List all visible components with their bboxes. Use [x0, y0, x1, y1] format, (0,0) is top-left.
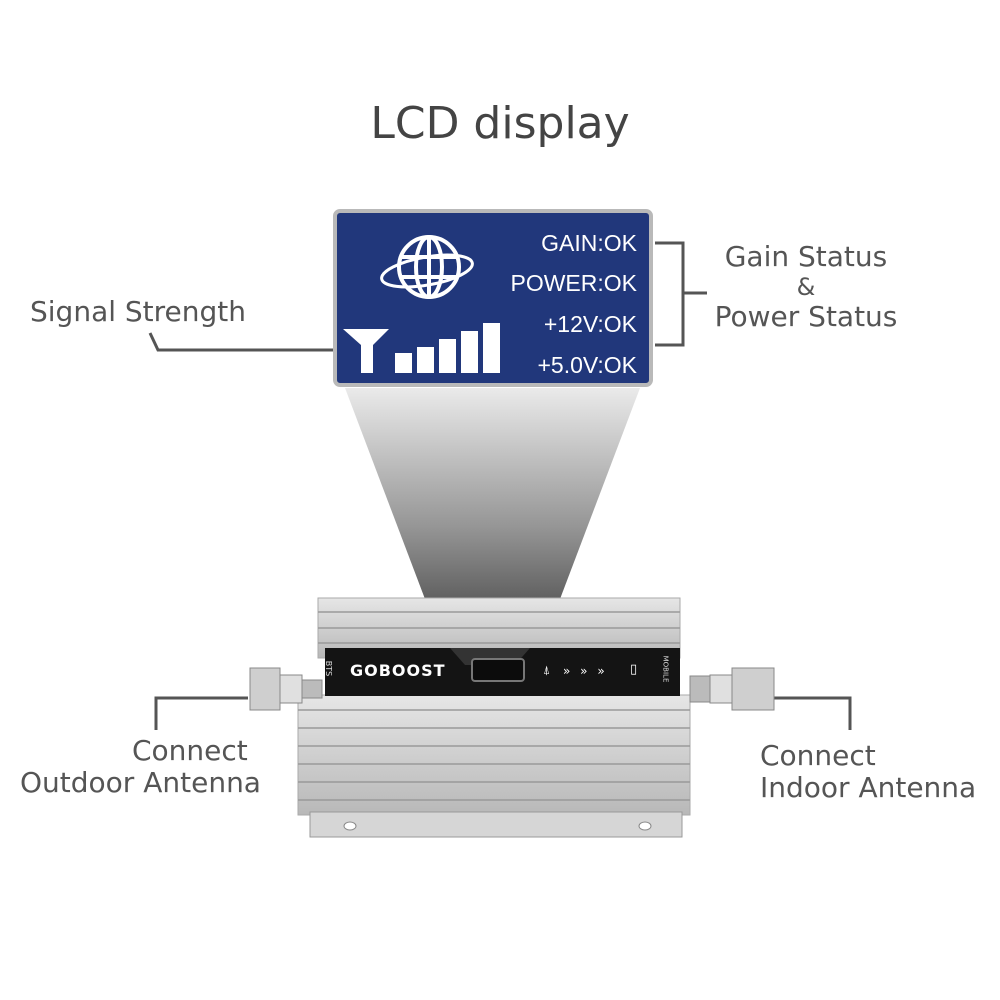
status-bracket — [655, 241, 685, 347]
lcd-screen: GAIN:OK POWER:OK +12V:OK +5.0V:OK — [333, 209, 653, 387]
indoor-line — [772, 696, 852, 730]
flow-arrows: » » » — [563, 664, 608, 678]
signal-strength-label: Signal Strength — [30, 295, 247, 328]
outdoor-connect-label: Connect — [132, 734, 248, 767]
5v-status: +5.0V:OK — [537, 352, 637, 378]
projection-beam — [345, 388, 640, 665]
gain-status-label: Gain Status — [724, 240, 888, 273]
signal-strength-icon — [343, 323, 500, 373]
ampersand-label: & — [796, 273, 816, 301]
outdoor-line — [154, 696, 248, 730]
indoor-antenna-label: Indoor Antenna — [760, 771, 977, 804]
power-status-label: Power Status — [714, 300, 898, 333]
12v-status: +12V:OK — [543, 311, 637, 337]
outdoor-antenna-label: Outdoor Antenna — [20, 766, 261, 799]
tower-icon: ⍋ — [543, 663, 551, 677]
mobile-port-label: MOBILE — [661, 655, 670, 683]
globe-icon — [380, 235, 474, 299]
signal-strength-line — [148, 332, 333, 352]
power-status: POWER:OK — [510, 270, 637, 296]
mobile-phone-icon: ▯ — [630, 662, 638, 677]
repeater-device — [249, 597, 775, 838]
indoor-connect-label: Connect — [760, 739, 876, 772]
brand-logo: GOBOOST — [350, 661, 446, 680]
page-title: LCD display — [370, 98, 630, 149]
gain-status: GAIN:OK — [541, 230, 637, 256]
bts-port-label: BTS — [324, 660, 334, 677]
